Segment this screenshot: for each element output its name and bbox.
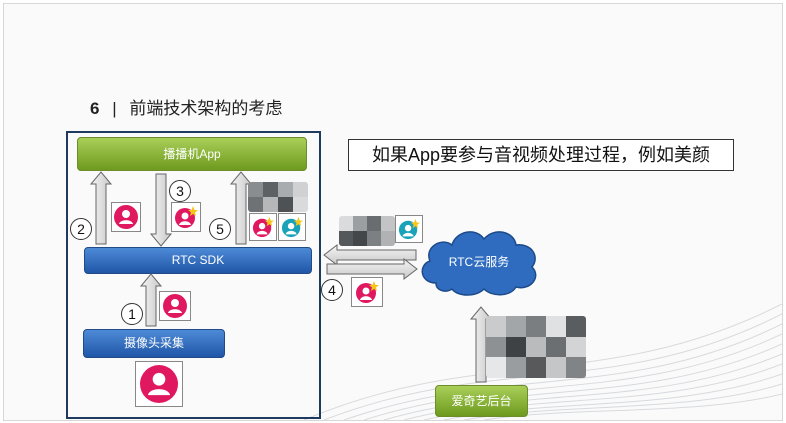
camera-user-icon-box	[135, 361, 183, 407]
beauty-icon-box	[171, 202, 201, 232]
step-circle-3: 3	[169, 180, 191, 202]
rtc-sdk-label: RTC SDK	[171, 253, 225, 267]
beauty-icon-box-5	[249, 213, 277, 241]
beauty-icon-box-4	[351, 277, 383, 307]
title-number: 6	[90, 99, 100, 118]
teal-user-star-icon	[281, 216, 303, 238]
remote-icon-box-5	[278, 213, 306, 241]
arrow-4-right	[326, 257, 418, 281]
title-separator: |	[112, 99, 117, 118]
arrow-cloud-to-sdk	[323, 243, 417, 267]
user-avatar-icon	[163, 294, 187, 318]
camera-capture-label: 摄像头采集	[123, 336, 184, 350]
player-app-label: 播播机App	[163, 147, 221, 161]
arrow-5-up	[229, 171, 253, 245]
user-icon-box-1	[159, 291, 191, 321]
user-avatar-star-icon	[356, 281, 379, 303]
device-frame	[66, 131, 321, 419]
iqiyi-backend-box: 爱奇艺后台	[435, 385, 528, 417]
teal-user-star-icon	[398, 218, 420, 240]
user-avatar-icon	[114, 205, 138, 229]
iqiyi-backend-label: 爱奇艺后台	[451, 394, 512, 408]
user-avatar-icon	[140, 365, 178, 403]
rtc-cloud-icon: RTC云服务	[421, 231, 537, 296]
step-circle-5: 5	[209, 218, 231, 240]
slide-title: 6 | 前端技术架构的考虑	[90, 94, 282, 119]
step-number: 4	[328, 282, 336, 298]
user-icon-box	[111, 202, 141, 232]
title-text: 前端技术架构的考虑	[129, 99, 283, 118]
blurred-video-thumbnail-app	[248, 182, 308, 212]
arrow-3-down	[149, 173, 173, 247]
blurred-video-thumbnail-cloud	[339, 216, 395, 246]
step-number: 3	[176, 183, 184, 199]
camera-capture-box: 摄像头采集	[83, 329, 225, 358]
step-number: 2	[77, 221, 85, 237]
step-number: 1	[128, 306, 136, 322]
note-box: 如果App要参与音视频处理过程，例如美颜	[348, 139, 734, 171]
step-circle-2: 2	[70, 218, 92, 240]
step-circle-4: 4	[321, 279, 343, 301]
user-avatar-star-icon	[175, 206, 198, 228]
blurred-video-thumbnail-backend	[486, 316, 586, 378]
arrow-2-up	[89, 171, 113, 245]
arrow-1-up	[139, 273, 163, 327]
note-text: 如果App要参与音视频处理过程，例如美颜	[371, 145, 711, 165]
remote-icon-box-cloud	[395, 215, 423, 243]
player-app-box: 播播机App	[77, 137, 307, 171]
rtc-sdk-box: RTC SDK	[84, 247, 312, 274]
step-number: 5	[216, 221, 224, 237]
user-avatar-star-icon	[252, 216, 274, 238]
slide: 6 | 前端技术架构的考虑 播播机App RTC SDK 摄像头采集 爱奇艺后台…	[3, 3, 783, 421]
step-circle-1: 1	[121, 303, 143, 325]
rtc-cloud-label: RTC云服务	[449, 254, 509, 269]
